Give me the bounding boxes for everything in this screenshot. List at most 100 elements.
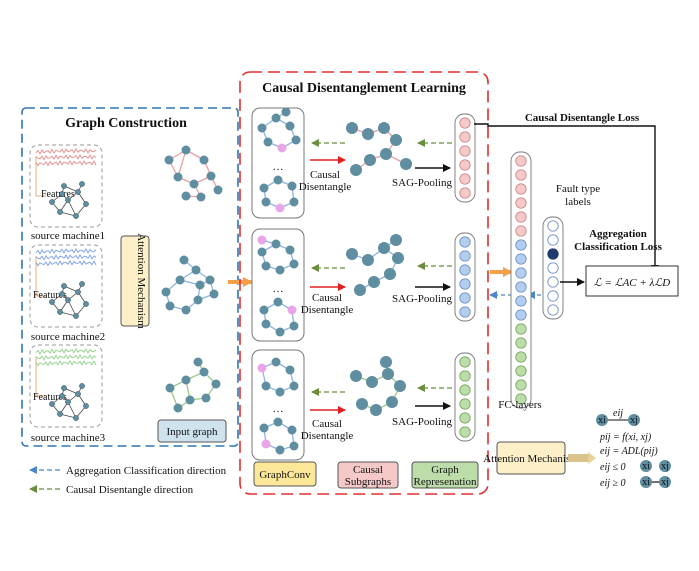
causal-disentangle-3b: Disentangle [301,430,354,442]
causal-subgraph-3 [350,356,406,416]
causal-subgraph-1 [346,122,412,176]
graph-node [191,265,201,275]
graph-node [206,171,216,181]
pooled-vector-2 [454,232,476,322]
graph-node [380,148,392,160]
vector-unit [459,278,471,290]
features-label-3: Features [33,392,67,403]
graph-node [285,121,295,131]
causal-disentangle-1b: Disentangle [299,181,352,193]
causal-disentangle-loss-label: Causal Disentangle Loss [525,112,640,124]
graph-node [378,122,390,134]
vector-unit [459,250,471,262]
vector-unit [515,155,527,167]
graph-node [257,235,267,245]
graph-node [400,158,412,170]
vector-unit [459,306,471,318]
graph-node [173,172,183,182]
graph-node [394,380,406,392]
graph-node [380,356,392,368]
graphconv-stack-3: … [251,349,305,461]
graph-node [356,398,368,410]
vector-unit [515,281,527,293]
attention-mechanism-right-label: Attention Mechanism [483,453,579,465]
graph-node [205,275,215,285]
graph-construction-frame [21,107,239,447]
graph-node [209,289,219,299]
vector-unit [515,379,527,391]
vector-unit [459,187,471,199]
graph-node [364,154,376,166]
graph-representation-legend-2: Represenation [414,476,477,488]
graph-node [273,297,283,307]
graph-node [390,234,402,246]
graph-node [362,128,374,140]
vector-unit [515,197,527,209]
graph-node [287,425,297,435]
aggregation-direction-label: Aggregation Classification direction [66,465,227,477]
source-machine-2-label: source machine2 [31,331,105,343]
vector-unit [459,159,471,171]
graph-node [346,122,358,134]
graph-node [370,404,382,416]
graph-node [275,387,285,397]
graph-node [181,375,191,385]
graph-node [259,305,269,315]
graph-node [277,143,287,153]
signal-waves-1 [35,147,97,197]
vector-unit [459,145,471,157]
fc-layer-column [510,151,532,409]
graph-node [271,239,281,249]
graph-node [273,417,283,427]
vector-unit [459,370,471,382]
graph-node [289,381,299,391]
graph-node [261,261,271,271]
vector-unit [515,225,527,237]
causal-subgraph-2 [346,234,404,296]
graph-node [275,265,285,275]
aggregation-loss-label-1: Aggregation [589,228,647,240]
svg-text:eij ≥ 0: eij ≥ 0 [600,478,625,489]
graph-node [354,284,366,296]
graph-node [259,183,269,193]
graph-node [291,135,301,145]
causal-direction-label: Causal Disentangle direction [66,484,194,496]
svg-text:xj: xj [661,461,669,472]
vector-unit [459,264,471,276]
graph-node [289,197,299,207]
vector-unit [459,384,471,396]
svg-text:…: … [273,161,284,173]
graph-node [175,275,185,285]
graph-node [289,259,299,269]
graph-node [213,185,223,195]
sag-pooling-3: SAG-Pooling [392,416,452,428]
vector-unit [459,131,471,143]
graph-node [366,376,378,388]
graph-node [181,145,191,155]
source-machine-3-panel: Features [29,344,103,428]
graph-node [350,164,362,176]
input-graph-2 [161,255,219,315]
graph-node [181,305,191,315]
graph-node [263,137,273,147]
sag-pooling-2: SAG-Pooling [392,293,452,305]
input-graph-box [157,419,227,443]
vector-unit [459,412,471,424]
attention-mechanism-label: Attention Mechanism [135,233,147,329]
graphconv-legend: GraphConv [259,469,311,481]
graph-node [285,245,295,255]
graph-node [350,370,362,382]
graph-node [378,242,390,254]
svg-text:xi: xi [642,477,650,488]
vector-unit [515,323,527,335]
graph-node [275,203,285,213]
vector-unit [547,304,559,316]
attention-equations: xi eij xj pij = f(xi, xj) eij = ADL(pij)… [596,408,671,489]
graph-node [196,192,206,202]
vector-unit [547,248,559,260]
vector-unit [515,183,527,195]
vector-unit [459,173,471,185]
svg-text:xj: xj [661,477,669,488]
graph-node [271,113,281,123]
graph-node [261,381,271,391]
